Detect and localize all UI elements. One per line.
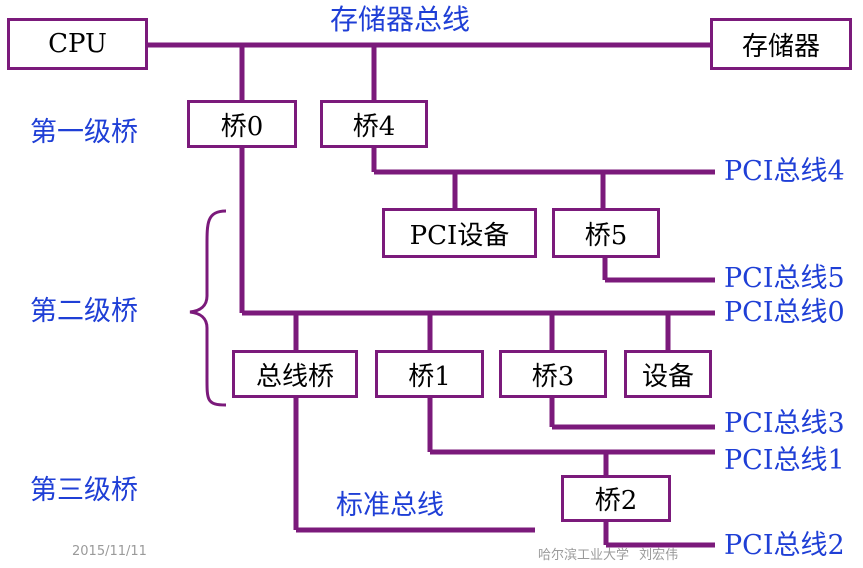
bridge2-label: 桥2 xyxy=(594,486,638,516)
second-level-brace xyxy=(189,209,227,407)
cpu-box: CPU xyxy=(7,18,148,70)
cpu-label: CPU xyxy=(48,29,107,59)
bridge4-box: 桥4 xyxy=(320,100,428,148)
memory-box: 存储器 xyxy=(710,18,852,70)
bridge2-box: 桥2 xyxy=(561,475,671,522)
pci-bus0-label: PCI总线0 xyxy=(724,297,845,328)
footer-author: 刘宏伟 xyxy=(639,548,679,563)
memory-label: 存储器 xyxy=(741,31,820,62)
device-label: 设备 xyxy=(641,361,694,392)
bridge1-label: 桥1 xyxy=(408,361,451,392)
bridge3-box: 桥3 xyxy=(499,350,607,398)
pci-device-label: PCI设备 xyxy=(409,220,510,251)
bridge0-label: 桥0 xyxy=(220,111,264,142)
bus-bridge-box: 总线桥 xyxy=(232,350,358,398)
footer-date: 2015/11/11 xyxy=(72,544,147,559)
pci-bus5-label: PCI总线5 xyxy=(724,263,845,294)
bridge0-box: 桥0 xyxy=(187,100,297,148)
pci-bus4-label: PCI总线4 xyxy=(724,156,845,187)
standard-bus-label: 标准总线 xyxy=(336,490,444,521)
second-level-label: 第二级桥 xyxy=(30,296,138,327)
bridge1-box: 桥1 xyxy=(375,350,484,398)
bus-bridge-label: 总线桥 xyxy=(255,361,334,392)
pci-bus2-label: PCI总线2 xyxy=(724,530,845,561)
device-box: 设备 xyxy=(624,350,712,398)
pci-device-box: PCI设备 xyxy=(382,208,537,258)
pci-bus3-label: PCI总线3 xyxy=(724,408,845,439)
memory-bus-label: 存储器总线 xyxy=(330,3,471,36)
bridge3-label: 桥3 xyxy=(531,361,575,392)
first-level-label: 第一级桥 xyxy=(30,117,138,148)
footer-institution-name: 哈尔滨工业大学 xyxy=(538,548,630,563)
bridge5-label: 桥5 xyxy=(584,220,628,251)
bridge5-box: 桥5 xyxy=(552,208,660,258)
footer-institution: 哈尔滨工业大学 刘宏伟 xyxy=(538,544,678,563)
bridge4-label: 桥4 xyxy=(352,111,396,142)
third-level-label: 第三级桥 xyxy=(30,475,138,506)
pci-bus1-label: PCI总线1 xyxy=(724,445,845,476)
